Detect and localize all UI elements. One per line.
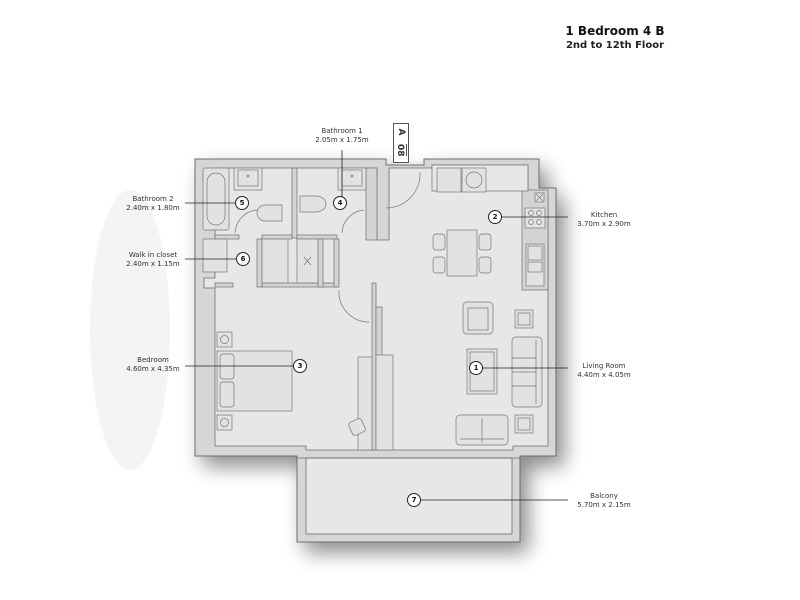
room-marker-3: 3 [293,359,307,373]
entrance-door-swing [385,171,421,209]
bedroom-door-swing [338,289,370,323]
door-swing [341,209,365,234]
dining-table-icon [446,229,478,277]
closet-shelf-icon [202,238,228,273]
unit-letter: A [396,128,406,136]
toilet-icon [299,195,327,213]
room-marker-6: 6 [236,252,250,266]
label-living-room: Living Room 4.40m x 4.05m [577,362,631,379]
label-walk-in-closet: Walk in closet 2.40m x 1.15m [126,251,180,268]
label-bathroom-1: Bathroom 1 2.05m x 1.75m [315,127,369,144]
plan-subtitle: 2nd to 12th Floor [565,40,665,51]
unit-number: 08 [395,144,407,157]
room-marker-1: 1 [469,361,483,375]
label-balcony: Balcony 5.70m x 2.15m [577,492,631,509]
plan-title: 1 Bedroom 4 B [565,24,665,38]
leader-lines [185,150,568,501]
desk-chair-icon [348,418,366,436]
fridge-icon [436,167,462,193]
toilet-icon [256,204,283,222]
room-marker-4: 4 [333,196,347,210]
room-marker-5: 5 [235,196,249,210]
hob-icon [524,207,546,229]
room-marker-2: 2 [488,210,502,224]
title-block: 1 Bedroom 4 B 2nd to 12th Floor [540,24,690,52]
door-swing [234,209,258,234]
wardrobe-icon [357,356,373,451]
wardrobe-icon [375,354,394,451]
label-bathroom-2: Bathroom 2 2.40m x 1.80m [126,195,180,212]
unit-number-tag: A 08 [393,123,409,163]
label-bedroom: Bedroom 4.60m x 4.35m [126,356,180,373]
background-glow [90,190,170,470]
room-marker-7: 7 [407,493,421,507]
doors [234,171,421,323]
label-kitchen: Kitchen 3.70m x 2.90m [577,211,631,228]
closet-shelf-icon [261,238,289,284]
